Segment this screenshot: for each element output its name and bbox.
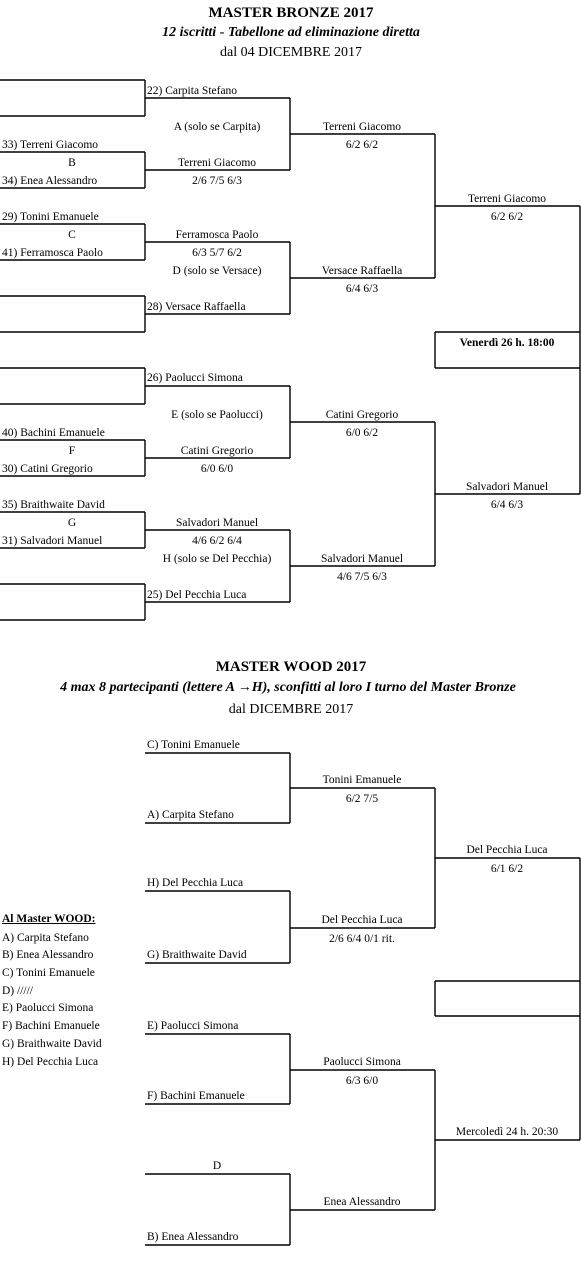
bronze-final-schedule: Venerdì 26 h. 18:00: [459, 337, 555, 349]
wood-title: MASTER WOOD 2017: [215, 659, 367, 675]
wood-r1-player: H) Del Pecchia Luca: [147, 877, 244, 889]
wood-r2-winner: Paolucci Simona: [323, 1056, 401, 1068]
wood-r2-winner: Tonini Emanuele: [322, 774, 402, 786]
bronze-r1-match-label: F: [68, 445, 76, 457]
bronze-r3-score: 4/6 7/5 6/3: [337, 571, 387, 583]
bronze-r2-score: 2/6 7/5 6/3: [192, 175, 242, 187]
bronze-r2-winner: Catini Gregorio: [180, 445, 254, 457]
bronze-r1-player: 28) Versace Raffaella: [147, 301, 246, 313]
wood-list-item: A) Carpita Stefano: [2, 932, 89, 944]
bronze-r1-player: 22) Carpita Stefano: [147, 85, 238, 97]
wood-list-item: H) Del Pecchia Luca: [2, 1056, 99, 1068]
bronze-r2-note: A (solo se Carpita): [173, 121, 261, 133]
bronze-r1-player: 33) Terreni Giacomo: [2, 139, 99, 151]
wood-list-item: C) Tonini Emanuele: [2, 967, 95, 979]
wood-r3-score: 6/1 6/2: [490, 863, 524, 875]
bronze-r1-player: 30) Catini Gregorio: [2, 463, 93, 475]
bronze-r3-score: 6/4 6/3: [345, 283, 379, 295]
wood-r1-player: F) Bachini Emanuele: [147, 1090, 245, 1102]
wood-r3-winner: Del Pecchia Luca: [466, 844, 548, 856]
wood-list-item: B) Enea Alessandro: [2, 949, 94, 961]
wood-list-heading: Al Master WOOD:: [2, 913, 96, 925]
wood-r3-schedule: Mercoledì 24 h. 20:30: [455, 1126, 559, 1138]
bronze-r2-score: 6/3 5/7 6/2: [192, 247, 242, 259]
bronze-r4-score: 6/4 6/3: [490, 499, 524, 511]
bronze-r4-winner: Terreni Giacomo: [467, 193, 547, 205]
bronze-r2-note: H (solo se Del Pecchia): [162, 553, 272, 565]
bronze-r1-player: 41) Ferramosca Paolo: [2, 247, 103, 259]
bronze-r1-match-label: B: [68, 157, 76, 169]
wood-r1-player: B) Enea Alessandro: [147, 1231, 239, 1243]
wood-r1-player: A) Carpita Stefano: [147, 809, 234, 821]
wood-list-item: F) Bachini Emanuele: [2, 1020, 100, 1032]
bronze-r3-score: 6/0 6/2: [345, 427, 379, 439]
bronze-r4-winner: Salvadori Manuel: [465, 481, 549, 493]
bronze-r2-score: 6/0 6/0: [200, 463, 234, 475]
bronze-r2-winner: Salvadori Manuel: [175, 517, 259, 529]
bronze-r1-player: 35) Braithwaite David: [2, 499, 105, 511]
bronze-r1-player: 29) Tonini Emanuele: [2, 211, 99, 223]
wood-subtitle: 4 max 8 partecipanti (lettere A →H), sco…: [60, 680, 516, 695]
wood-list-item: E) Paolucci Simona: [2, 1002, 94, 1014]
wood-list-item: D) /////: [2, 985, 33, 997]
wood-r1-player: G) Braithwaite David: [147, 949, 247, 961]
bronze-r3-winner: Catini Gregorio: [325, 409, 399, 421]
wood-r2-winner: Del Pecchia Luca: [321, 914, 403, 926]
bronze-r1-match-label: C: [68, 229, 76, 241]
bronze-r1-player: 40) Bachini Emanuele: [2, 427, 105, 439]
wood-r2-score: 6/2 7/5: [345, 793, 379, 805]
bronze-r3-winner: Versace Raffaella: [321, 265, 403, 277]
bronze-r2-note: D (solo se Versace): [172, 265, 262, 277]
bronze-r1-player: 31) Salvadori Manuel: [2, 535, 103, 547]
bronze-r3-winner: Terreni Giacomo: [322, 121, 402, 133]
bronze-date: dal 04 DICEMBRE 2017: [220, 45, 362, 60]
bronze-r2-winner: Terreni Giacomo: [177, 157, 257, 169]
bronze-subtitle: 12 iscritti - Tabellone ad eliminazione …: [162, 25, 420, 40]
bronze-r1-match-label: G: [67, 517, 77, 529]
bronze-r2-winner: Ferramosca Paolo: [175, 229, 259, 241]
bronze-r4-score: 6/2 6/2: [490, 211, 524, 223]
wood-r1-player: E) Paolucci Simona: [147, 1020, 239, 1032]
wood-r2-winner: Enea Alessandro: [323, 1196, 401, 1208]
wood-r1-placeholder: D: [212, 1160, 222, 1172]
wood-date: dal DICEMBRE 2017: [228, 702, 354, 717]
wood-list-item: G) Braithwaite David: [2, 1038, 102, 1050]
wood-r2-score: 2/6 6/4 0/1 rit.: [329, 933, 395, 945]
bronze-r2-note: E (solo se Paolucci): [171, 409, 263, 421]
bronze-title: MASTER BRONZE 2017: [208, 5, 374, 21]
bronze-r3-score: 6/2 6/2: [345, 139, 379, 151]
bronze-r1-player: 26) Paolucci Simona: [147, 372, 243, 384]
bronze-r3-winner: Salvadori Manuel: [320, 553, 404, 565]
bronze-r1-player: 25) Del Pecchia Luca: [147, 589, 247, 601]
wood-r2-score: 6/3 6/0: [345, 1075, 379, 1087]
bronze-r1-player: 34) Enea Alessandro: [2, 175, 98, 187]
wood-r1-player: C) Tonini Emanuele: [147, 739, 240, 751]
bronze-r2-score: 4/6 6/2 6/4: [192, 535, 242, 547]
